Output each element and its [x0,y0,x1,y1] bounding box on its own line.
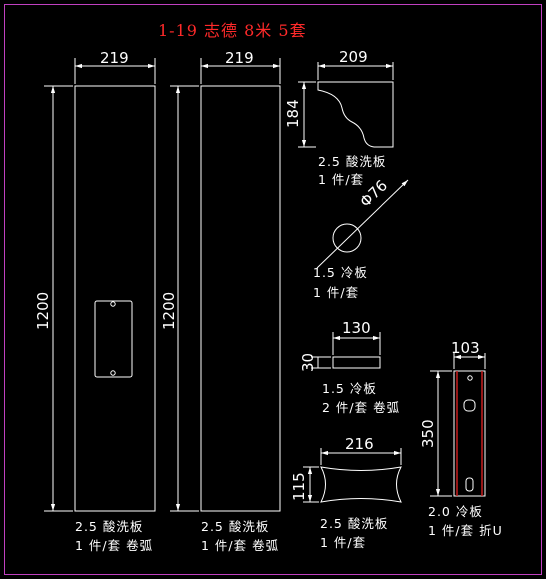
part-saddle[interactable] [303,448,402,503]
part-disc[interactable] [316,179,409,269]
panel-b-qty: 1 件/套 卷弧 [201,538,279,553]
panel-a-hole-bottom [110,370,116,376]
molding-height-label: 184 [284,99,302,128]
saddle-qty: 1 件/套 [320,535,366,550]
molding-material: 2.5 酸洗板 [318,154,386,169]
bracket-qty: 1 件/套 折U [428,523,503,538]
bracket-outline [453,370,486,497]
saddle-height-label: 115 [290,472,308,501]
part-strip[interactable] [311,332,381,369]
molding-qty: 1 件/套 [318,172,364,187]
bracket-height-label: 350 [419,419,437,448]
strip-height-label: 30 [299,353,317,372]
part-panel-a[interactable] [44,58,156,512]
saddle-width-label: 216 [345,435,374,453]
panel-a-window [94,300,133,378]
bracket-material: 2.0 冷板 [428,504,483,519]
part-panel-b[interactable] [170,58,281,512]
part-bracket[interactable] [430,353,486,497]
panel-b-material: 2.5 酸洗板 [201,519,269,534]
panel-b-width-label: 219 [225,49,254,67]
panel-a-outline [74,85,156,512]
bracket-slot-bottom [465,477,474,492]
bracket-slot-middle [463,399,476,412]
panel-a-qty: 1 件/套 卷弧 [75,538,153,553]
strip-qty: 2 件/套 卷弧 [322,400,400,415]
disc-circle [332,223,362,253]
disc-qty: 1 件/套 [313,285,359,300]
panel-b-height-label: 1200 [160,292,178,330]
panel-a-height-label: 1200 [34,292,52,330]
strip-width-label: 130 [342,319,371,337]
part-molding[interactable] [298,62,394,148]
bracket-width-label: 103 [451,339,480,357]
disc-material: 1.5 冷板 [313,265,368,280]
panel-b-outline [200,85,281,512]
panel-a-material: 2.5 酸洗板 [75,519,143,534]
molding-profile [317,81,394,148]
saddle-outline [320,466,402,503]
saddle-material: 2.5 酸洗板 [320,516,388,531]
disc-diameter-leader [316,179,409,269]
panel-a-hole-top [110,301,116,307]
strip-outline [332,356,381,369]
strip-material: 1.5 冷板 [322,381,377,396]
panel-a-width-label: 219 [100,49,129,67]
drawing-frame [4,4,542,575]
molding-width-label: 209 [339,48,368,66]
drawing-title: 1-19 志德 8米 5套 [158,21,307,40]
bracket-hole-top [467,375,473,381]
